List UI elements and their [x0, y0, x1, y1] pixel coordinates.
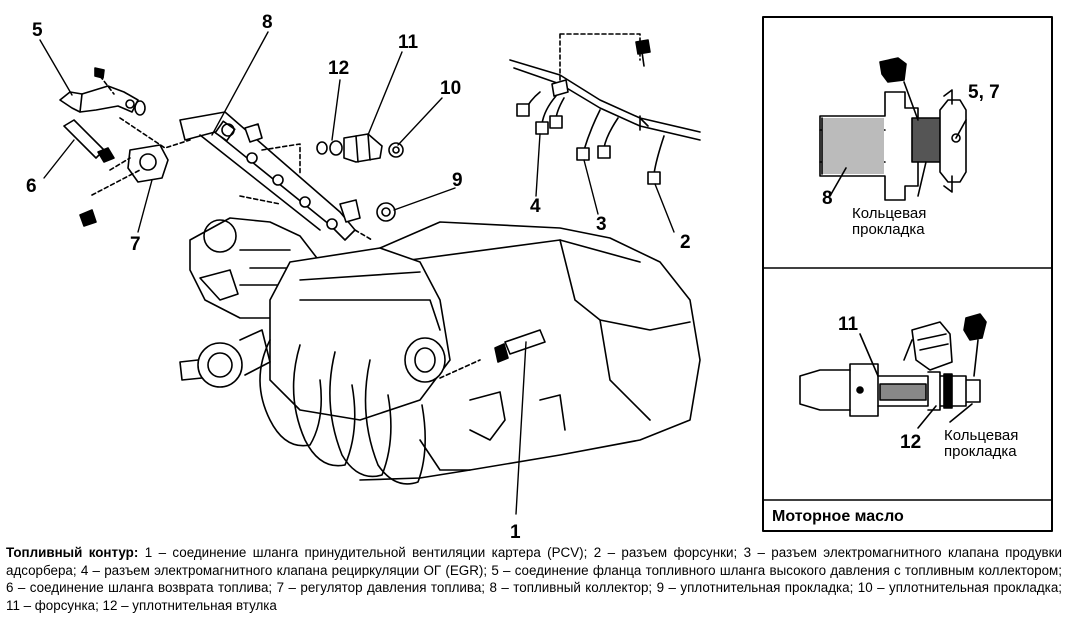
callout-leaders: [39, 31, 675, 515]
callout-7: 7: [130, 234, 141, 255]
inset-callout-8: 8: [822, 188, 833, 209]
callout-5: 5: [32, 20, 43, 41]
inset-callout-5-7: 5, 7: [968, 82, 1000, 103]
callout-6: 6: [26, 176, 37, 197]
callout-9: 9: [452, 170, 463, 191]
inset-bottom-drawing: [799, 313, 987, 429]
fuel-rail-drawing: [119, 111, 373, 241]
inset-panel: [762, 16, 1053, 532]
caption-title: Топливный контур:: [6, 545, 139, 560]
inset-footer-engine-oil: Моторное масло: [772, 508, 904, 525]
pressure-regulator-drawing: [79, 144, 169, 227]
wiring-harness-drawing: [509, 33, 701, 185]
inset-bottom-ring-label-line1: Кольцевая: [944, 427, 1018, 444]
callout-3: 3: [596, 214, 607, 235]
inset-callout-12: 12: [900, 432, 921, 453]
inset-top-ring-label-line1: Кольцевая: [852, 205, 926, 222]
callout-12: 12: [328, 58, 349, 79]
return-hose-drawing: [63, 119, 115, 163]
intake-manifold-drawing: [179, 217, 701, 485]
high-pressure-hose-drawing: [59, 67, 146, 116]
inset-bottom-ring-label-line2: прокладка: [944, 443, 1017, 460]
callout-10: 10: [440, 78, 461, 99]
injector-drawing: [316, 133, 404, 163]
inset-top-ring-label-line2: прокладка: [852, 221, 925, 238]
callout-2: 2: [680, 232, 691, 253]
inset-callout-11: 11: [838, 314, 859, 335]
callout-1: 1: [510, 522, 521, 543]
fuel-system-diagram: 5 8 12 11 10 9 6 7 4 3 2 1 5, 7 8 Кольце…: [26, 12, 1053, 543]
callout-labels: 5 8 12 11 10 9 6 7 4 3 2 1 5, 7 8 Кольце…: [26, 12, 1018, 543]
callout-4: 4: [530, 196, 541, 217]
callout-8: 8: [262, 12, 273, 33]
caption-text: 1 – соединение шланга принудительной вен…: [6, 545, 1062, 613]
inset-top-drawing: [819, 57, 967, 201]
callout-11: 11: [398, 32, 419, 53]
seal-9-drawing: [376, 202, 396, 222]
figure-caption: Топливный контур: 1 – соединение шланга …: [6, 544, 1062, 614]
